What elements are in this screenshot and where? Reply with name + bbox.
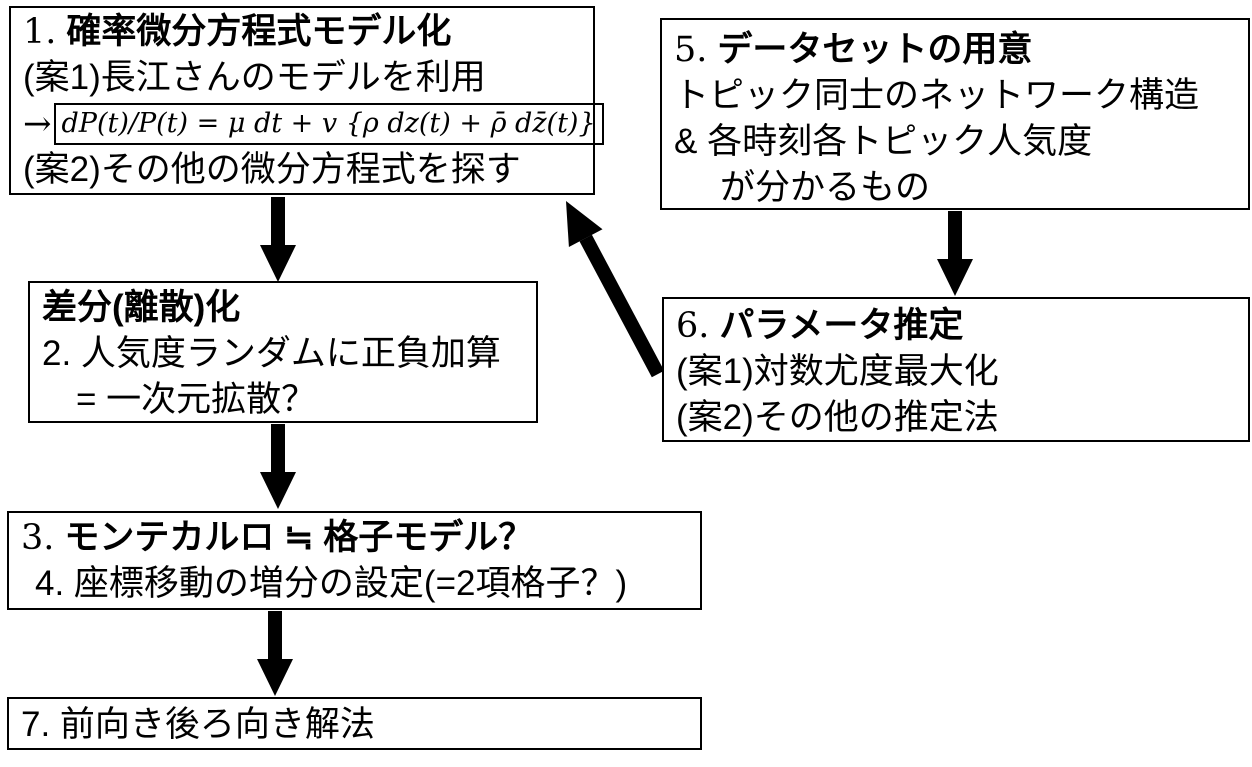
arrow-box1-to-box2	[260, 197, 296, 282]
arrow-box6-to-box1	[566, 201, 665, 378]
box-dataset-title: データセットの用意	[717, 30, 1033, 69]
right-arrow-icon: →	[23, 104, 52, 144]
box-parameter-title-row: 6.パラメータ推定	[676, 303, 1248, 349]
box-sde-title-row: 1.確率微分方程式モデル化	[23, 9, 593, 55]
box-sde-title: 確率微分方程式モデル化	[66, 12, 452, 51]
box-parameter-number: 6.	[676, 306, 710, 346]
box-monte-carlo: 3.モンテカルロ ≒ 格子モデル？ 4. 座標移動の増分の設定(=2項格子？)	[7, 511, 702, 610]
box-discretization-line1: 2. 人気度ランダムに正負加算	[42, 334, 501, 373]
box-dataset-line2: & 各時刻各トピック人気度	[674, 122, 1093, 161]
box-dataset: 5.データセットの用意 トピック同士のネットワーク構造 & 各時刻各トピック人気…	[660, 18, 1250, 210]
box-sde-formula-row: → dP(t)/P(t) = μ dt + v {ρ dz(t) + ρ̄ dz…	[23, 101, 604, 147]
box-sde-modeling: 1.確率微分方程式モデル化 (案1)長江さんのモデルを利用 → dP(t)/P(…	[9, 6, 604, 195]
box-parameter-estimation: 6.パラメータ推定 (案1)対数尤度最大化 (案2)その他の推定法	[662, 297, 1250, 442]
arrow-box5-to-box6	[937, 211, 973, 296]
box-parameter-line1: (案1)対数尤度最大化	[676, 352, 999, 391]
box-dataset-title-row: 5.データセットの用意	[674, 27, 1248, 73]
box-parameter-title: パラメータ推定	[719, 306, 964, 345]
box-sde-plan2: (案2)その他の微分方程式を探す	[23, 150, 521, 189]
box-dataset-line3: が分かるもの	[720, 168, 931, 207]
box-monte-carlo-line1: 4. 座標移動の増分の設定(=2項格子？)	[35, 564, 628, 603]
box-sde-number: 1.	[23, 12, 57, 52]
box-parameter-line2: (案2)その他の推定法	[676, 398, 999, 437]
box-discretization-line2: = 一次元拡散？	[76, 380, 317, 419]
box-dataset-line1: トピック同士のネットワーク構造	[674, 76, 1200, 115]
box-monte-carlo-title: モンテカルロ ≒ 格子モデル？	[64, 518, 534, 557]
box-discretization-title: 差分(離散)化	[42, 288, 241, 327]
box-monte-carlo-number: 3.	[21, 518, 55, 558]
box-solver: 7. 前向き後ろ向き解法	[7, 697, 702, 750]
box-solver-line1: 7. 前向き後ろ向き解法	[21, 705, 375, 744]
box-dataset-number: 5.	[674, 30, 708, 70]
sde-formula: dP(t)/P(t) = μ dt + v {ρ dz(t) + ρ̄ dz̄(…	[53, 103, 604, 145]
arrow-box3-to-box7	[257, 611, 293, 696]
box-monte-carlo-title-row: 3.モンテカルロ ≒ 格子モデル？	[21, 515, 700, 561]
box-discretization: 差分(離散)化 2. 人気度ランダムに正負加算 = 一次元拡散？	[28, 281, 538, 423]
arrow-box2-to-box3	[260, 424, 296, 509]
box-sde-plan1: (案1)長江さんのモデルを利用	[23, 58, 486, 97]
